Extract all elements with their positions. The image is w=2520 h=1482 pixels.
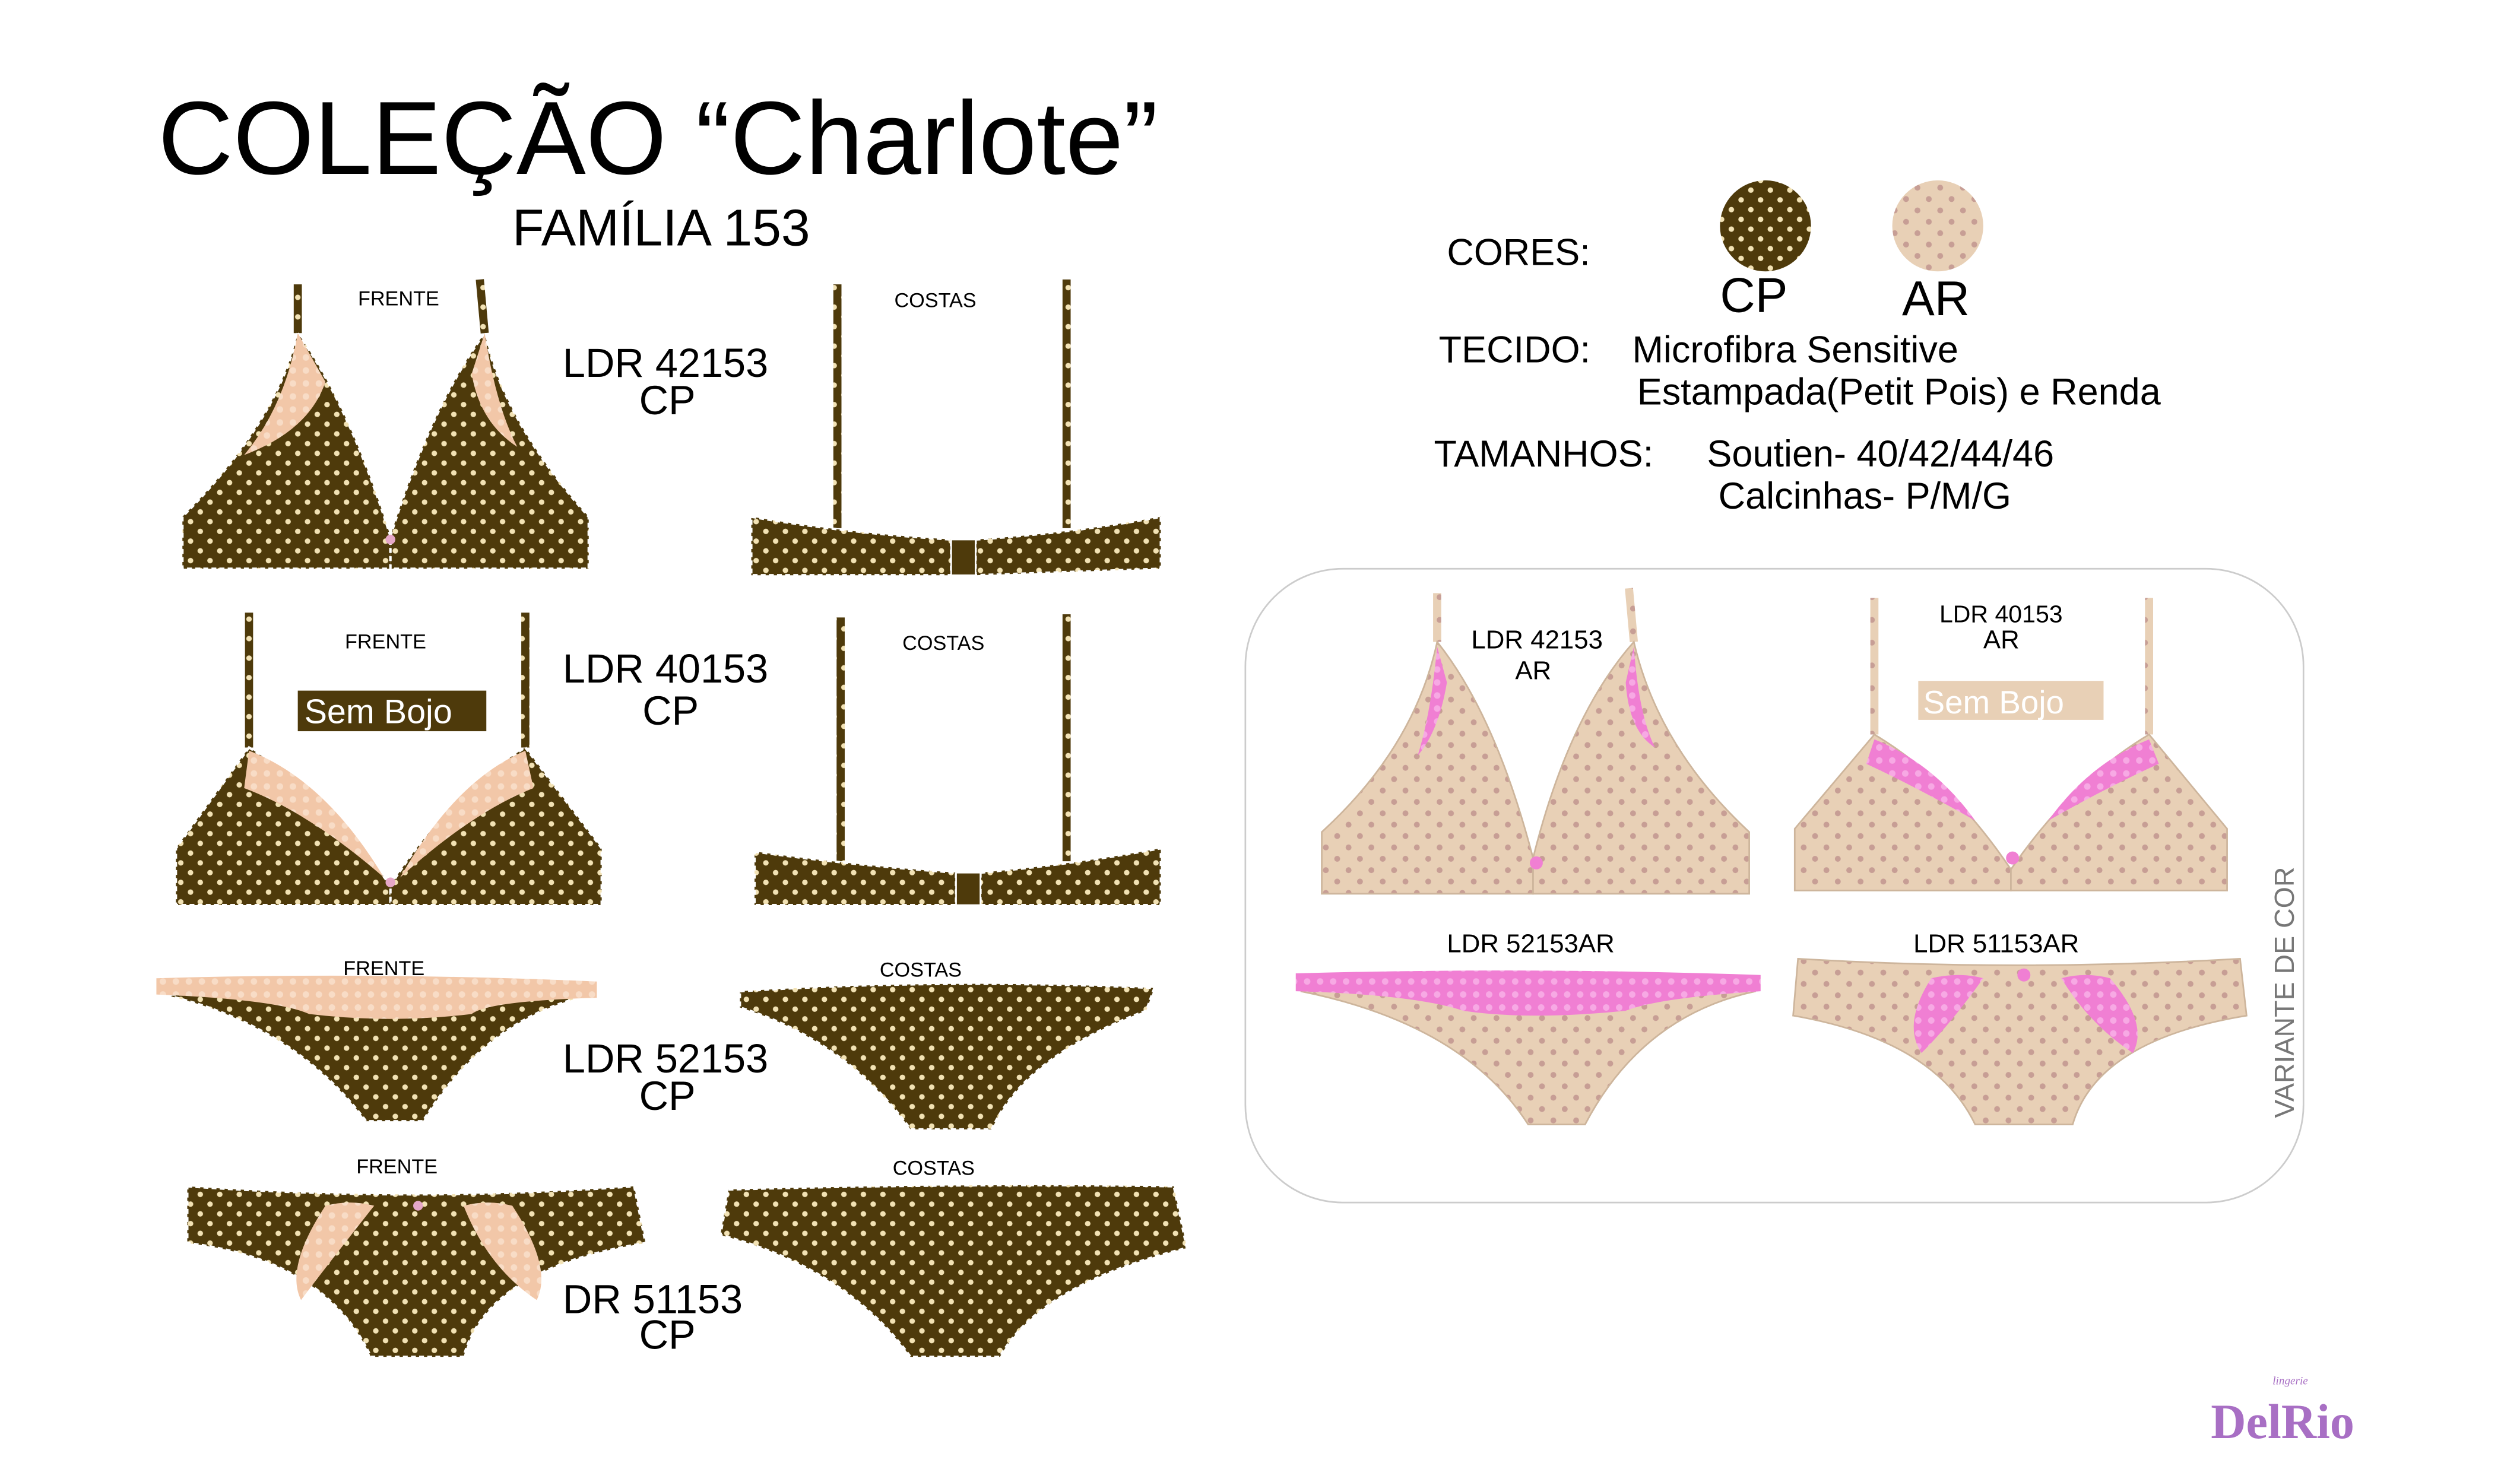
sem-bojo-text: Sem Bojo <box>305 693 452 731</box>
variant-code: LDR 42153 <box>1471 625 1603 654</box>
variant-color: AR <box>1515 656 1551 685</box>
colors-label: CORES: <box>1447 231 1590 273</box>
variant-title: VARIANTE DE COR <box>2269 867 2300 1118</box>
sem-bojo-badge <box>297 690 487 732</box>
bra-40153-ar <box>1793 598 2228 891</box>
panty-52153-ar <box>1295 970 1761 1126</box>
model-code: LDR 52153 <box>563 1036 768 1081</box>
model-code: LDR 42153 <box>563 340 768 386</box>
panty-52153-cp-back <box>738 982 1156 1131</box>
variant-color: AR <box>1983 625 2020 654</box>
front-label: FRENTE <box>343 957 424 980</box>
color-swatch-cp <box>1720 180 1811 272</box>
front-label: FRENTE <box>345 630 426 653</box>
fabric-line2: Estampada(Petit Pois) e Renda <box>1637 372 2161 413</box>
color-code-cp: CP <box>1720 269 1787 323</box>
bra-42153-cp-front <box>181 279 590 570</box>
page-title: COLEÇÃO “Charlote” <box>158 80 1158 196</box>
model-color: CP <box>639 377 696 423</box>
sizes-line2: Calcinhas- P/M/G <box>1719 475 2011 517</box>
variant-code: LDR 51153AR <box>1913 929 2079 958</box>
variant-code: LDR 52153AR <box>1447 929 1614 958</box>
model-color: CP <box>639 1312 696 1357</box>
back-label: COSTAS <box>880 959 962 982</box>
bra-42153-ar <box>1321 588 1750 895</box>
back-label: COSTAS <box>894 289 976 312</box>
back-label: COSTAS <box>902 632 984 655</box>
sizes-label: TAMANHOS: <box>1434 433 1653 475</box>
delrio-logo: lingerie DelRio <box>2211 1375 2354 1449</box>
panty-51153-ar <box>1792 957 2248 1126</box>
panty-52153-cp-front <box>156 975 597 1123</box>
brand-name: DelRio <box>2211 1395 2354 1449</box>
front-label: FRENTE <box>356 1156 438 1178</box>
sizes-line1: Soutien- 40/42/44/46 <box>1707 433 2054 475</box>
back-label: COSTAS <box>893 1157 975 1180</box>
sem-bojo-badge-ar <box>1918 681 2104 720</box>
bra-40153-cp-front <box>175 613 603 907</box>
model-color: CP <box>639 1073 696 1119</box>
panty-51153-cp-front <box>186 1185 647 1359</box>
variant-code: LDR 40153 <box>1939 601 2063 628</box>
model-code: LDR 40153 <box>563 646 768 691</box>
model-code: DR 51153 <box>563 1276 743 1322</box>
fabric-line1: Microfibra Sensitive <box>1632 329 1958 371</box>
fabric-label: TECIDO: <box>1439 329 1590 371</box>
color-code-ar: AR <box>1902 272 1970 326</box>
front-label: FRENTE <box>358 288 439 310</box>
color-swatch-ar <box>1892 180 1983 272</box>
bra-42153-cp-back <box>750 279 1162 577</box>
model-color: CP <box>642 688 699 734</box>
panty-51153-cp-back <box>719 1183 1188 1359</box>
page-subtitle: FAMÍLIA 153 <box>512 198 810 256</box>
bra-40153-cp-back <box>753 614 1162 907</box>
sem-bojo-text-ar: Sem Bojo <box>1923 684 2064 721</box>
brand-tagline: lingerie <box>2272 1375 2308 1388</box>
